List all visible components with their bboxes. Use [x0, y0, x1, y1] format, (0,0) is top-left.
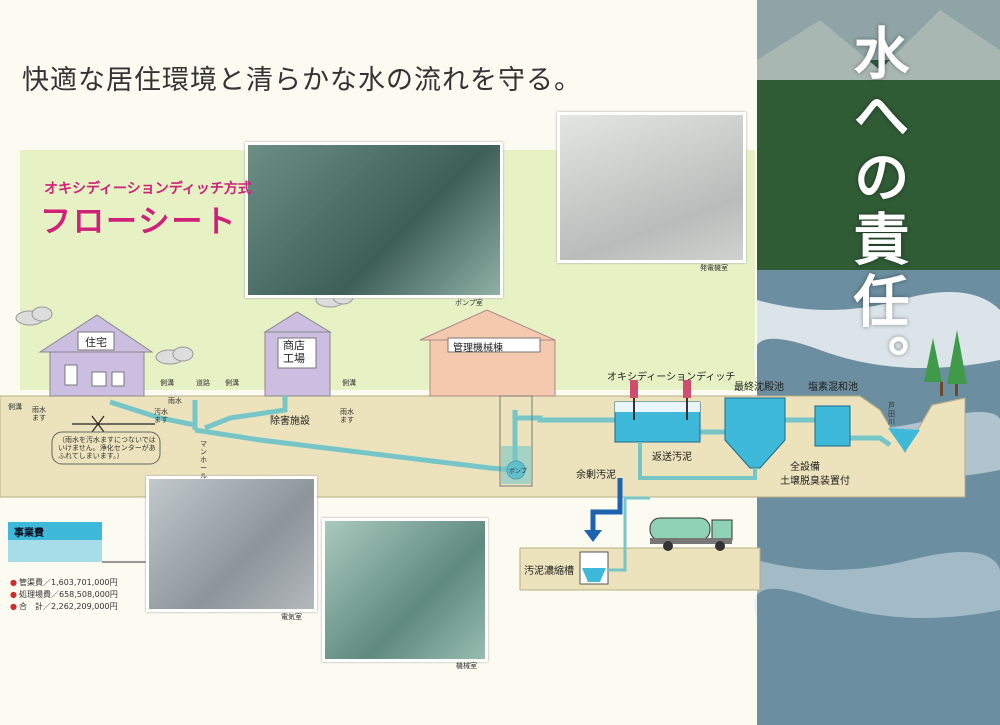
gutter-label-3: 側溝: [225, 379, 239, 387]
lower-ground: [519, 547, 761, 591]
bullet-icon: ●: [10, 602, 17, 611]
excess-sludge-arrow: [590, 478, 623, 532]
forbidden-mark: [72, 415, 155, 433]
tree-icon: [924, 330, 967, 396]
arrow-down-icon: [584, 530, 602, 542]
cost-row-pipe: ●管渠費／1,603,701,000円: [10, 577, 118, 588]
river-label: 芦田川: [888, 402, 895, 426]
final-settling-label: 最終沈殿池: [734, 382, 784, 393]
thickener-label: 汚泥濃縮槽: [524, 566, 574, 577]
generator-room-photo: [557, 112, 746, 263]
road-label: 道路: [196, 379, 210, 387]
excess-sludge-label: 余剰汚泥: [576, 470, 616, 481]
gutter-label-4: 側溝: [342, 379, 356, 387]
cost-label: 合 計／: [18, 602, 51, 611]
rain-label-2: 雨水: [168, 397, 182, 405]
return-sludge-label: 返送汚泥: [652, 452, 692, 463]
house-building: [38, 314, 154, 397]
shop-factory-building: [263, 311, 332, 397]
cost-row-plant: ●処理場費／658,508,000円: [10, 589, 118, 600]
rain-box-label-3: 雨水ます: [340, 408, 354, 424]
cost-amount: 658,508,000円: [58, 590, 118, 599]
cost-label: 管渠費／: [18, 578, 51, 587]
oxidation-ditch-tank: [614, 380, 701, 443]
generator-room-caption: 発電機室: [700, 264, 728, 272]
exclusion-facility-label: 除害施設: [270, 416, 310, 427]
flow-title: フローシート: [40, 204, 238, 240]
machine-room-photo: [322, 518, 488, 662]
thickener-water: [582, 568, 606, 582]
cost-amount: 1,603,701,000円: [50, 578, 118, 587]
equipment-label: 全設備: [790, 462, 820, 473]
cost-header-band: [8, 540, 102, 562]
gutter-label-1: 側溝: [8, 403, 22, 411]
shop-label: 商店 工場: [283, 339, 305, 365]
house-label: 住宅: [85, 336, 107, 349]
vertical-title: 水への責任。: [844, 24, 910, 396]
oxidation-ditch-label: オキシディーションディッチ: [607, 372, 736, 383]
cost-header: 事業費: [14, 528, 44, 539]
sewage-box-label: 汚水ます: [154, 408, 168, 424]
electric-room-photo: [146, 476, 317, 612]
flow-subtitle: オキシディーションディッチ方式: [44, 181, 252, 197]
gutter-label-2: 側溝: [160, 379, 174, 387]
pump-water: [501, 446, 531, 484]
thickener-pipe: [608, 496, 650, 572]
machine-room-caption: 機械室: [456, 662, 477, 670]
sludge-truck-icon: [649, 517, 733, 551]
pump-pit: [499, 395, 533, 487]
chlorine-label: 塩素混和池: [808, 382, 858, 393]
deodorize-label: 土壌脱臭装置付: [780, 476, 850, 487]
headline: 快適な居住環境と清らかな水の流れを守る。: [22, 65, 582, 96]
final-settling-tank: [724, 397, 786, 469]
electric-room-caption: 電気室: [281, 613, 302, 621]
rain-note: （雨水を汚水ますにつないではいけません。浄化センターがあふれてしまいます。）: [58, 436, 156, 460]
chlorine-tank: [814, 405, 851, 447]
pump-label: ポンプ: [509, 468, 527, 475]
admin-building: [419, 309, 556, 397]
pump-room-photo: [245, 142, 503, 298]
manhole-label: マンホール: [200, 440, 207, 480]
admin-label: 管理機械棟: [453, 343, 503, 354]
return-sludge-pipe: [638, 442, 757, 480]
cost-row-total: ●合 計／2,262,209,000円: [10, 601, 118, 612]
cost-header-bg: [8, 522, 102, 540]
bullet-icon: ●: [10, 590, 17, 599]
ground-layer: [0, 395, 966, 498]
bullet-icon: ●: [10, 578, 17, 587]
cost-amount: 2,262,209,000円: [50, 602, 118, 611]
pump-room-caption: ポンプ室: [455, 299, 483, 307]
note-box: [51, 431, 161, 465]
cost-label: 処理場費／: [18, 590, 59, 599]
rain-box-label-1: 雨水ます: [32, 406, 46, 422]
